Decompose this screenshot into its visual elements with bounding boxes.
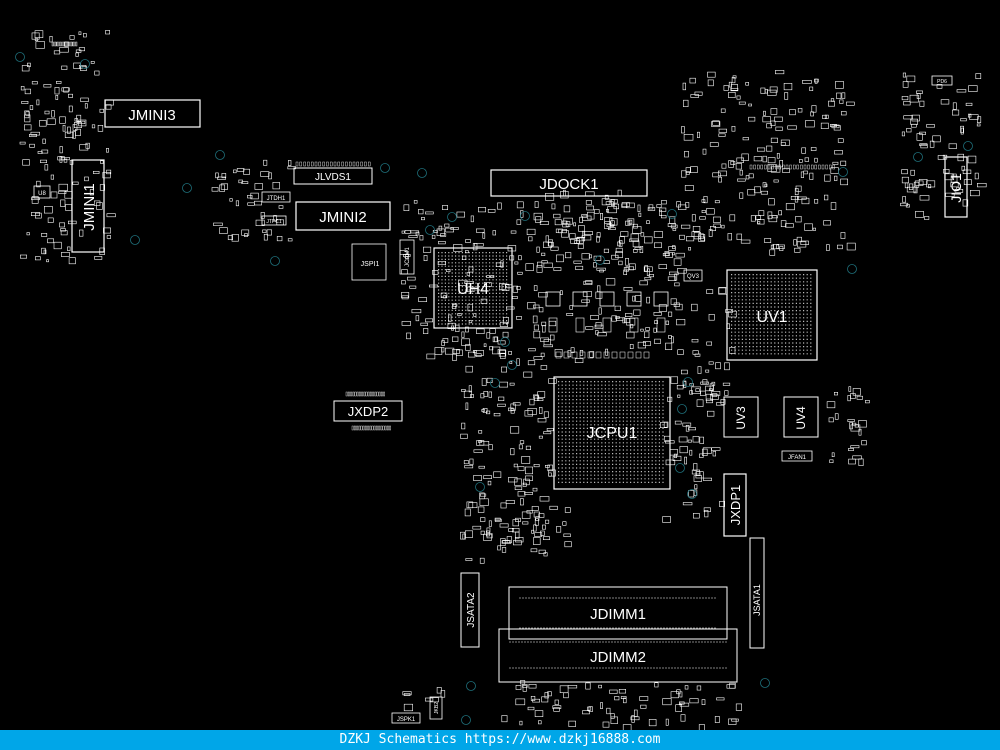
u8-label: U8 [38,191,46,197]
jsata2-label: JSATA2 [466,592,477,628]
slot-jdimm1[interactable]: JDIMM1 [508,586,728,640]
connector-jcam1[interactable]: JCAM1 [399,239,415,275]
chip-uv3[interactable]: UV3 [723,396,759,438]
connector-jmini3[interactable]: JMINI3 [104,99,201,128]
connector-jspk1[interactable]: JSPK1 [391,712,421,724]
footer-text: DZKJ Schematics https://www.dzkj16888.co… [339,732,661,747]
pcb-layout-svg: JMINI3 JMINI1 U8 JLVDS1 JTDH1 JTPC1 JMIN… [15,30,987,731]
connector-jsata2[interactable]: JSATA2 [460,572,480,648]
pd6-label: PD6 [937,79,947,85]
uh4-label: UH4 [457,281,489,298]
component-qv3[interactable]: QV3 [683,269,703,282]
component-pd6[interactable]: PD6 [931,75,953,86]
jmini1-label: JMINI1 [81,183,98,231]
jspi1-label: JSPI1 [361,261,380,268]
chip-uh4[interactable]: UH4 [433,247,513,329]
jlvds1-label: JLVDS1 [315,172,351,183]
jspk1-label: JSPK1 [397,717,416,723]
jkb2-label: JKB2 [434,702,440,714]
connector-jkb2[interactable]: JKB2 [429,696,443,720]
chip-uv4[interactable]: UV4 [783,396,819,438]
jtpc1-label: JTPC1 [266,219,282,225]
watermark-footer: DZKJ Schematics https://www.dzkj16888.co… [0,730,1000,750]
jxdp1-label: JXDP1 [728,485,743,525]
connector-jlvds1[interactable]: JLVDS1 [293,167,373,185]
jdimm1-label: JDIMM1 [590,606,646,623]
connector-jxdp2[interactable]: JXDP2 [333,400,403,422]
jxdp2-label: JXDP2 [348,404,388,419]
jdock1-label: JDOCK1 [539,176,598,193]
connector-jmini1[interactable]: JMINI1 [71,159,105,253]
uv3-label: UV3 [734,406,748,430]
jcam1-label: JCAM1 [405,247,411,267]
connector-jsata1[interactable]: JSATA1 [749,537,765,649]
jmini3-label: JMINI3 [128,107,176,124]
socket-jcpu1[interactable]: JCPU1 [553,376,671,490]
connector-jmini2[interactable]: JMINI2 [295,201,391,231]
jdimm2-label: JDIMM2 [590,649,646,666]
connector-jtpc1[interactable]: JTPC1 [261,215,287,226]
qv3-label: QV3 [687,274,700,280]
connector-jxdp1[interactable]: JXDP1 [723,473,747,537]
jmini2-label: JMINI2 [319,209,367,226]
jcpu1-label: JCPU1 [587,425,638,442]
jfan1-label: JFAN1 [788,455,807,461]
connector-jio1[interactable]: JIO1 [944,156,968,218]
jtdh1-label: JTDH1 [267,196,286,202]
jio1-label: JIO1 [948,173,964,203]
uv4-label: UV4 [794,406,808,430]
connector-jdock1[interactable]: JDOCK1 [490,169,648,197]
connector-jfan1[interactable]: JFAN1 [781,450,813,462]
chip-u8[interactable]: U8 [33,185,51,199]
connector-jtdh1[interactable]: JTDH1 [261,191,291,203]
small-components-layer [15,30,987,731]
uv1-label: UV1 [756,309,787,326]
chip-uv1[interactable]: UV1 [726,269,818,361]
connector-jspi1[interactable]: JSPI1 [351,243,387,281]
slot-jdimm2[interactable]: JDIMM2 [498,628,738,683]
jsata1-label: JSATA1 [752,584,762,616]
pcb-board-view: JMINI3 JMINI1 U8 JLVDS1 JTDH1 JTPC1 JMIN… [15,30,987,731]
